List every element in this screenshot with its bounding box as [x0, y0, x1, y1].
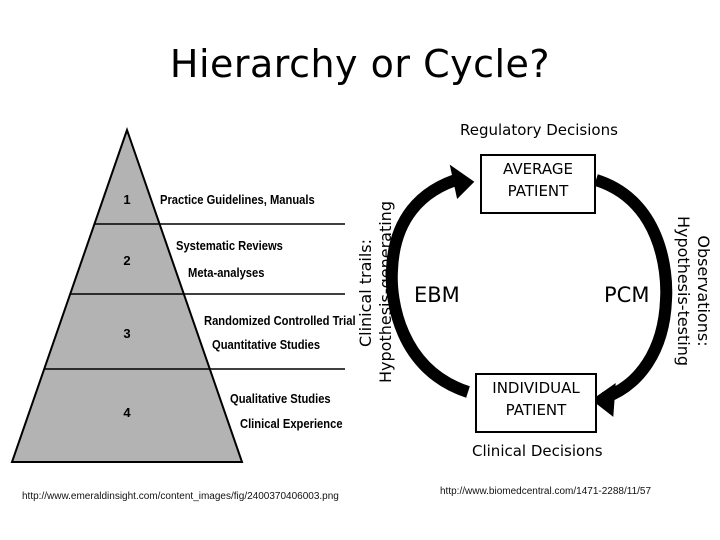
pyramid-source-url: http://www.emeraldinsight.com/content_im… [22, 491, 339, 502]
average-patient-line-2: PATIENT [507, 182, 569, 200]
pyramid-level-3-text-b: Quantitative Studies [212, 337, 321, 352]
regulatory-decisions-label: Regulatory Decisions [460, 121, 618, 139]
left-side-line-2: Hypothesis-generating [376, 201, 395, 383]
individual-patient-line-2: PATIENT [505, 401, 567, 419]
right-side-label: Observations: Hypothesis-testing [671, 201, 713, 381]
individual-patient-box: INDIVIDUAL PATIENT [475, 373, 597, 433]
cycle-source-url: http://www.biomedcentral.com/1471-2288/1… [440, 486, 652, 497]
pyramid-level-1-text: Practice Guidelines, Manuals [160, 192, 315, 207]
ebm-arrow [385, 172, 471, 398]
pyramid-level-3-number: 3 [123, 326, 131, 341]
pyramid-level-4-text-a: Qualitative Studies [230, 391, 331, 406]
individual-patient-line-1: INDIVIDUAL [492, 379, 580, 397]
clinical-decisions-label: Clinical Decisions [472, 442, 603, 460]
right-side-line-1: Observations: [694, 235, 713, 347]
pyramid-level-2-text-a: Systematic Reviews [176, 238, 283, 253]
slide-title: Hierarchy or Cycle? [169, 42, 551, 86]
pyramid-level-2-text-b: Meta-analyses [188, 265, 265, 280]
right-side-line-2: Hypothesis-testing [674, 215, 693, 367]
average-patient-box: AVERAGE PATIENT [480, 154, 596, 214]
pcm-arrowhead [591, 382, 616, 417]
pyramid-shape [10, 126, 244, 463]
average-patient-line-1: AVERAGE [503, 160, 573, 178]
pcm-label: PCM [604, 283, 650, 307]
left-side-label: Clinical trails: Hypothesis-generating [356, 201, 398, 383]
pyramid-level-1-number: 1 [123, 192, 131, 207]
pyramid-level-4-text-b: Clinical Experience [240, 416, 343, 431]
left-side-line-1: Clinical trails: [356, 238, 375, 348]
pyramid-level-2-number: 2 [123, 253, 131, 268]
ebm-arrowhead [449, 164, 475, 200]
ebm-label: EBM [414, 283, 460, 307]
pcm-arrow [593, 174, 673, 404]
pyramid-level-4-number: 4 [123, 405, 131, 420]
pyramid-level-3-text-a: Randomized Controlled Trial [204, 313, 356, 328]
